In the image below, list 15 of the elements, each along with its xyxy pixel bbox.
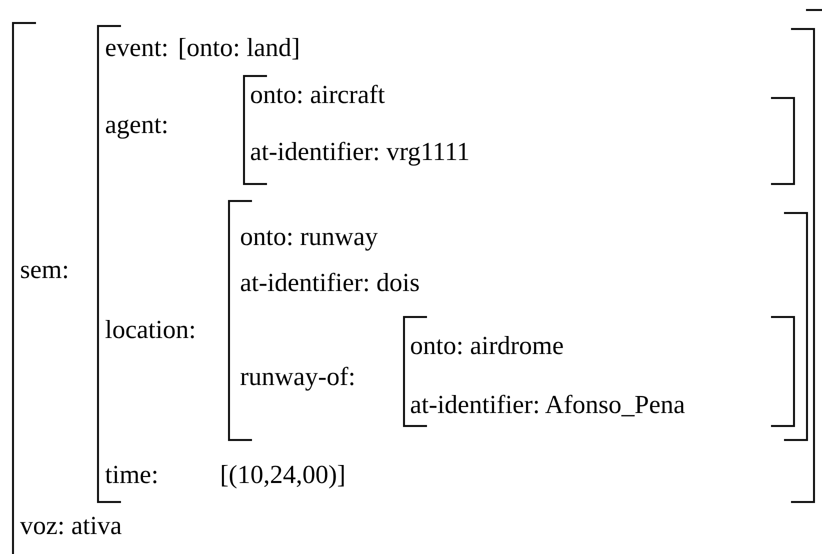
feature-text: at-identifier: dois <box>240 268 420 298</box>
feature-text: location: <box>105 315 196 345</box>
feature-text: time: <box>105 460 158 490</box>
feature-text: onto: runway <box>240 222 378 252</box>
feature-text: event: <box>105 33 169 63</box>
feature-text: [onto: land] <box>178 33 300 63</box>
feature-text: agent: <box>105 110 169 140</box>
feature-text: onto: airdrome <box>410 331 564 361</box>
feature-text: sem: <box>20 255 70 285</box>
feature-text: [(10,24,00)] <box>220 460 346 490</box>
feature-text: at-identifier: Afonso_Pena <box>410 390 686 420</box>
feature-text: voz: ativa <box>20 511 122 541</box>
feature-text: onto: aircraft <box>250 80 385 110</box>
feature-text: runway-of: <box>240 362 356 392</box>
feature-text: at-identifier: vrg1111 <box>250 137 470 167</box>
